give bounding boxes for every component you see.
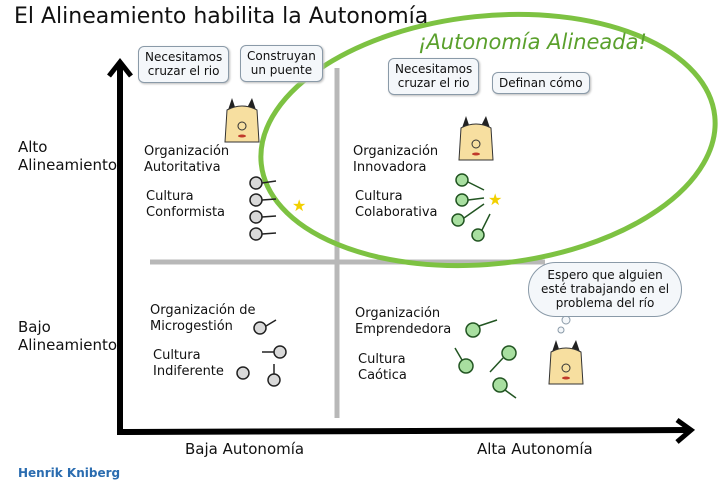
org-innovative-label: Organización Innovadora (353, 144, 438, 175)
low-autonomy-label: Baja Autonomía (185, 440, 305, 458)
label-line: Cultura (358, 352, 406, 367)
org-entrepreneurial-label: Organización Emprendedora (355, 306, 451, 337)
thought-dot (557, 326, 565, 334)
culture-chaotic-label: Cultura Caótica (358, 352, 407, 383)
culture-conformist-label: Cultura Conformista (146, 189, 225, 220)
bubble-line: cruzar el rio (147, 64, 220, 79)
x-axis-arrow (117, 417, 696, 444)
bubble-line: Necesitamos (145, 50, 223, 64)
label-line: Alto (18, 138, 48, 156)
label-line: Organización de (150, 303, 256, 318)
label-line: Cultura (153, 348, 201, 363)
speech-bubble: Definan cómo (492, 72, 590, 95)
speech-bubble: Necesitamos cruzar el rio (138, 46, 230, 83)
boss-icon (548, 340, 584, 385)
label-line: Bajo (18, 318, 51, 336)
label-line: Organización (355, 306, 441, 321)
high-alignment-label: Alto Alineamiento (18, 138, 117, 174)
speech-bubble: Construyan un puente (240, 45, 323, 82)
label-line: Colaborativa (355, 204, 438, 220)
thought-dot (561, 315, 571, 325)
label-line: Indiferente (153, 363, 224, 379)
label-line: Autoritativa (144, 159, 221, 175)
collaborative-people-icons (451, 173, 491, 242)
label-line: Organización (144, 144, 230, 159)
y-axis-arrow (107, 57, 133, 435)
high-autonomy-label: Alta Autonomía (477, 440, 593, 458)
thought-bubble: Espero que alguien esté trabajando en el… (528, 262, 683, 318)
speech-bubble: Necesitamos cruzar el rio (388, 58, 480, 95)
aligned-autonomy-label: ¡Autonomía Alineada! (418, 30, 647, 54)
label-line: Cultura (355, 189, 403, 204)
chaotic-people-icons (454, 319, 517, 399)
bubble-line: Necesitamos (395, 62, 473, 76)
bubble-line: un puente (250, 63, 313, 78)
page-title: El Alineamiento habilita la Autonomía (14, 4, 429, 29)
bubble-line: cruzar el rio (397, 76, 470, 91)
bubble-line: esté trabajando en el (541, 281, 670, 296)
label-line: Conformista (146, 204, 226, 220)
bubble-line: Construyan (247, 49, 316, 63)
label-line: Organización (353, 144, 439, 159)
conformist-people-icons (249, 176, 277, 241)
star-icon: ★ (292, 196, 306, 215)
org-authoritative-label: Organización Autoritativa (144, 144, 229, 175)
label-line: Alineamiento (18, 336, 118, 354)
low-alignment-label: Bajo Alineamiento (18, 318, 117, 354)
org-micromanagement-label: Organización de Microgestión (150, 303, 256, 334)
bubble-line: Espero que alguien (547, 268, 663, 282)
culture-indifferent-label: Cultura Indiferente (153, 348, 224, 379)
boss-icon (458, 116, 494, 161)
label-line: Caótica (358, 367, 407, 383)
bubble-line: Definan cómo (499, 76, 583, 90)
label-line: Cultura (146, 189, 194, 204)
boss-icon (224, 98, 260, 143)
label-line: Alineamiento (18, 156, 118, 174)
label-line: Innovadora (353, 159, 427, 175)
aligned-autonomy-ellipse (258, 11, 718, 269)
label-line: Microgestión (150, 318, 233, 334)
label-line: Emprendedora (355, 321, 452, 337)
author-credit: Henrik Kniberg (18, 466, 121, 480)
culture-collaborative-label: Cultura Colaborativa (355, 189, 438, 220)
bubble-line: problema del río (555, 295, 655, 310)
star-icon: ★ (488, 190, 502, 209)
indifferent-people-icons (236, 319, 287, 387)
